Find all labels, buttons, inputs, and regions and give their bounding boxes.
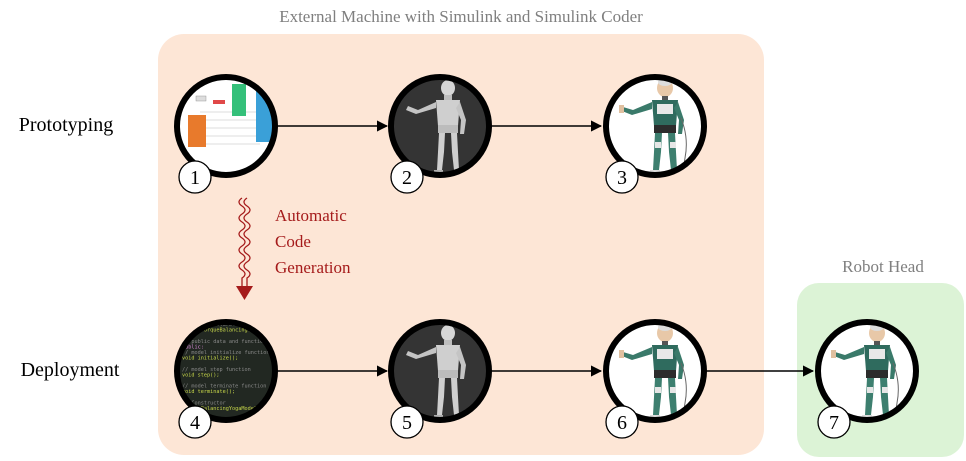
node-number-6: 6 xyxy=(617,412,627,434)
code-line: // Constructor xyxy=(182,400,226,406)
node-number-7: 7 xyxy=(829,412,839,434)
node-number-4: 4 xyxy=(190,412,200,434)
codegen-label-line-1: Automatic xyxy=(275,206,347,225)
code-line: class TorqueBalancingYogaModelClass xyxy=(182,328,291,334)
generated-code-thumbnail: // Class declaration for model Torquecla… xyxy=(182,322,291,420)
code-line: void terminate(); xyxy=(182,389,235,395)
code-line: // public data and function members xyxy=(182,339,291,345)
code-generation-arrow xyxy=(236,197,253,300)
node-7: 7 xyxy=(815,319,919,439)
node-number-2: 2 xyxy=(402,167,412,189)
node-number-5: 5 xyxy=(402,412,412,434)
node-3: 3 xyxy=(603,74,707,194)
code-line: // model terminate function xyxy=(182,384,266,390)
code-line: TorqueBalancingYogaModelClass(); xyxy=(182,406,282,412)
node-1: 1 xyxy=(174,74,278,194)
node-4: // Class declaration for model Torquecla… xyxy=(174,319,291,439)
node-number-3: 3 xyxy=(617,167,627,189)
codegen-label-line-2: Code xyxy=(275,232,311,251)
code-line: void step(); xyxy=(182,372,219,378)
robot-head-label: Robot Head xyxy=(842,257,924,276)
code-line: public: xyxy=(182,344,204,350)
code-line: // model step function xyxy=(182,367,251,373)
node-6: 6 xyxy=(603,319,707,439)
codegen-label-line-3: Generation xyxy=(275,258,351,277)
node-number-1: 1 xyxy=(190,167,200,189)
node-2: 2 xyxy=(388,74,492,194)
code-line: // model initialize function xyxy=(182,350,269,356)
simulink-model-thumbnail xyxy=(188,84,274,147)
row-label-deployment: Deployment xyxy=(21,359,120,381)
external-machine-label: External Machine with Simulink and Simul… xyxy=(279,7,643,26)
row-label-prototyping: Prototyping xyxy=(19,114,113,136)
node-5: 5 xyxy=(388,319,492,439)
code-line: void initialize(); xyxy=(182,356,238,362)
